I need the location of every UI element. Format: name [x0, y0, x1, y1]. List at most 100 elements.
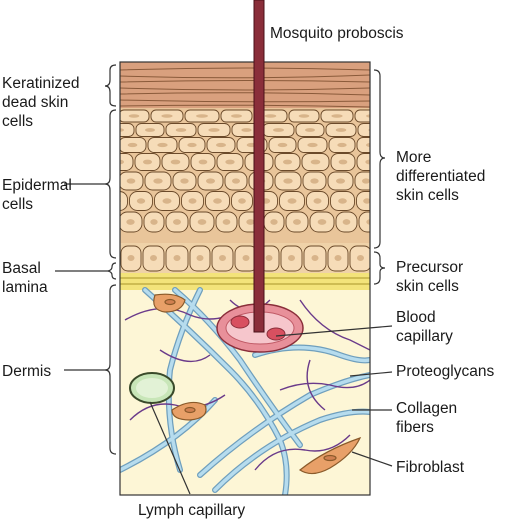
epidermal-cell [120, 123, 135, 137]
brace-keratinized [104, 64, 117, 107]
cell-nucleus [238, 198, 246, 204]
collagen-fibers [120, 287, 370, 495]
cell-nucleus [196, 255, 204, 261]
cell-nucleus [283, 159, 292, 165]
cell-nucleus [206, 178, 215, 184]
cell-nucleus [225, 159, 235, 165]
keratinized-layer [120, 62, 370, 108]
right-leaders [149, 325, 393, 495]
cell-nucleus [170, 159, 181, 165]
cell-nucleus [127, 255, 135, 261]
cell-nucleus [231, 114, 242, 118]
cell-nucleus [188, 198, 197, 204]
label-blood-capillary-2: capillary [396, 328, 453, 345]
cell-nucleus [273, 128, 284, 132]
cell-nucleus [242, 255, 250, 261]
cell-nucleus [153, 178, 163, 184]
label-proteoglycans: Proteoglycans [396, 363, 494, 380]
cell-nucleus [293, 219, 301, 225]
brace-precursor [373, 251, 386, 285]
brace-epidermal [104, 109, 117, 259]
right-braces [373, 69, 386, 285]
label-mosquito-proboscis: Mosquito proboscis [270, 25, 404, 42]
cell-nucleus [136, 198, 146, 204]
cell-nucleus [317, 219, 327, 225]
cell-nucleus [232, 178, 240, 184]
cell-nucleus [173, 255, 181, 261]
cell-nucleus [288, 255, 295, 261]
cell-nucleus [331, 114, 343, 118]
leader-lymph [149, 401, 191, 495]
brace-more-diff [373, 69, 386, 249]
cell-nucleus [366, 114, 370, 118]
epidermal-cell [356, 153, 370, 171]
leader-proteoglycans [349, 371, 393, 377]
label-keratinized-2: dead skin [2, 94, 68, 111]
cell-nucleus [264, 114, 277, 118]
label-fibroblast: Fibroblast [396, 459, 465, 476]
epidermal-cells [120, 109, 370, 233]
cell-nucleus [222, 219, 231, 225]
brace-dermis [104, 284, 117, 455]
label-lymph-capillary: Lymph capillary [138, 502, 245, 519]
label-collagen-2: fibers [396, 419, 434, 436]
label-keratinized-1: Keratinized [2, 75, 80, 92]
mosquito-proboscis [253, 0, 265, 333]
lymph-capillary-vessel [129, 372, 175, 404]
label-dermis: Dermis [2, 363, 51, 380]
cell-nucleus [127, 142, 138, 148]
cell-nucleus [175, 128, 187, 132]
cell-nucleus [298, 114, 310, 118]
label-epidermal-2: cells [2, 196, 33, 213]
epidermal-cell [120, 191, 128, 211]
label-more-diff-3: skin cells [396, 187, 459, 204]
cell-nucleus [180, 178, 189, 184]
cell-nucleus [334, 255, 342, 261]
epidermal-cell [358, 211, 370, 233]
label-basal-1: Basal [2, 260, 41, 277]
cell-nucleus [265, 255, 273, 261]
label-collagen-1: Collagen [396, 400, 457, 417]
cell-nucleus [366, 142, 370, 148]
brace-basal [107, 262, 117, 280]
label-epidermal-1: Epidermal [2, 177, 72, 194]
cell-nucleus [311, 255, 319, 261]
cell-nucleus [219, 255, 226, 261]
cell-nucleus [187, 142, 197, 148]
cell-nucleus [336, 178, 345, 184]
cell-nucleus [362, 178, 370, 184]
cell-nucleus [283, 178, 293, 184]
cell-nucleus [313, 198, 322, 204]
left-braces [104, 64, 117, 455]
cell-nucleus [305, 128, 315, 132]
cell-nucleus [277, 142, 288, 148]
cell-nucleus [120, 159, 124, 165]
cell-nucleus [338, 198, 347, 204]
cell-nucleus [216, 142, 226, 148]
basal-lamina-band [120, 273, 370, 290]
cell-nucleus [126, 178, 136, 184]
cell-nucleus [307, 142, 318, 148]
tissue-outline [119, 61, 371, 496]
precursor-cells [120, 245, 370, 272]
cell-nucleus [213, 198, 222, 204]
cell-nucleus [120, 128, 124, 132]
cell-nucleus [173, 219, 181, 225]
cell-nucleus [287, 198, 297, 204]
fibroblast-cells [153, 293, 362, 475]
cell-nucleus [310, 159, 321, 165]
label-keratinized-3: cells [2, 113, 33, 130]
cell-nucleus [246, 219, 255, 225]
cell-nucleus [363, 198, 370, 204]
cell-nucleus [150, 255, 157, 261]
cell-nucleus [208, 128, 220, 132]
cell-nucleus [338, 159, 348, 165]
leader-blood [275, 325, 393, 337]
epidermal-cell [357, 123, 370, 137]
cell-nucleus [150, 219, 158, 225]
label-precursor-1: Precursor [396, 259, 463, 276]
label-basal-2: lamina [2, 279, 48, 296]
leader-fibroblast [351, 451, 393, 467]
cell-nucleus [335, 128, 347, 132]
